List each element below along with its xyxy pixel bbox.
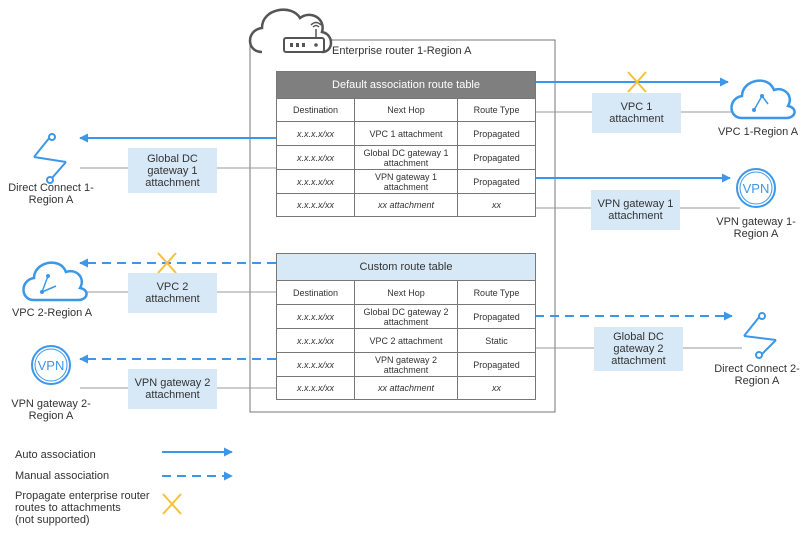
column-header: Next Hop [354,98,458,122]
vpn-icon-text: VPN [743,181,770,196]
custom-route-table-title: Custom route table [275,253,537,281]
vpc2-endpoint-label: VPC 2-Region A [11,307,93,319]
destination-cell: x.x.x.x/xx [276,145,355,170]
next-hop-cell: VPC 1 attachment [354,121,458,146]
table-row: x.x.x.x/xx xx attachment xx [276,193,537,217]
destination-cell: x.x.x.x/xx [276,193,355,217]
next-hop-cell: Global DC gateway 1 attachment [354,145,458,170]
route-type-cell: xx [456,193,537,217]
dc1-attachment: Global DC gateway 1 attachment [128,148,217,193]
route-type-cell: Propagated [456,145,537,170]
vpc-cloud-icon [730,79,796,120]
vpc2-attachment: VPC 2 attachment [128,273,217,313]
vpc1-endpoint-label: VPC 1-Region A [717,126,799,138]
route-type-cell: Propagated [456,304,537,329]
destination-cell: x.x.x.x/xx [276,328,355,353]
vpn-gateway-icon: VPN [736,168,776,208]
legend-cross-icon [162,493,182,515]
dc2-endpoint-label: Direct Connect 2- Region A [714,363,800,387]
default-route-table: Default association route table Destinat… [275,71,537,217]
next-hop-cell: xx attachment [354,193,458,217]
next-hop-cell: Global DC gateway 2 attachment [354,304,458,329]
route-type-cell: Propagated [456,352,537,377]
vpc1-attachment: VPC 1 attachment [592,93,681,133]
table-row: x.x.x.x/xx VPC 2 attachment Static [276,328,537,353]
route-type-cell: Static [456,328,537,353]
next-hop-cell: VPC 2 attachment [354,328,458,353]
legend-manual-label: Manual association [15,470,110,482]
dc2-attachment: Global DC gateway 2 attachment [594,327,683,371]
vpn1-attachment: VPN gateway 1 attachment [591,190,680,230]
destination-cell: x.x.x.x/xx [276,121,355,146]
default-route-table-title: Default association route table [275,71,537,99]
next-hop-cell: VPN gateway 1 attachment [354,169,458,194]
custom-route-table: Custom route table Destination Next Hop … [275,253,537,400]
router-title: Enterprise router 1-Region A [332,45,472,57]
vpn-icon-text: VPN [38,358,65,373]
cross-icon-vpc1 [627,71,647,93]
vpn2-endpoint-label: VPN gateway 2- Region A [11,398,91,422]
column-header: Destination [276,98,355,122]
column-header: Route Type [456,98,537,122]
table-row: x.x.x.x/xx VPN gateway 1 attachment Prop… [276,169,537,194]
legend-propagate-label: Propagate enterprise router routes to at… [15,490,150,526]
table-row: x.x.x.x/xx xx attachment xx [276,376,537,400]
direct-connect-icon [743,312,777,359]
column-header: Destination [276,280,355,305]
cross-icon-vpc2 [157,252,177,274]
legend-auto-label: Auto association [15,449,96,461]
table-row: x.x.x.x/xx Global DC gateway 2 attachmen… [276,304,537,329]
route-type-cell: Propagated [456,121,537,146]
route-type-cell: Propagated [456,169,537,194]
vpn1-endpoint-label: VPN gateway 1- Region A [716,216,796,240]
destination-cell: x.x.x.x/xx [276,352,355,377]
destination-cell: x.x.x.x/xx [276,304,355,329]
column-header: Next Hop [354,280,458,305]
table-row: x.x.x.x/xx VPN gateway 2 attachment Prop… [276,352,537,377]
next-hop-cell: VPN gateway 2 attachment [354,352,458,377]
vpn2-attachment: VPN gateway 2 attachment [128,369,217,409]
vpc-cloud-icon [22,261,88,302]
route-type-cell: xx [456,376,537,400]
destination-cell: x.x.x.x/xx [276,169,355,194]
dc1-endpoint-label: Direct Connect 1- Region A [8,182,94,206]
next-hop-cell: xx attachment [354,376,458,400]
destination-cell: x.x.x.x/xx [276,376,355,400]
vpn-gateway-icon: VPN [31,345,71,385]
router-cloud-icon [248,8,333,54]
column-header: Route Type [456,280,537,305]
table-row: x.x.x.x/xx VPC 1 attachment Propagated [276,121,537,146]
direct-connect-icon [33,133,67,184]
table-row: x.x.x.x/xx Global DC gateway 1 attachmen… [276,145,537,170]
